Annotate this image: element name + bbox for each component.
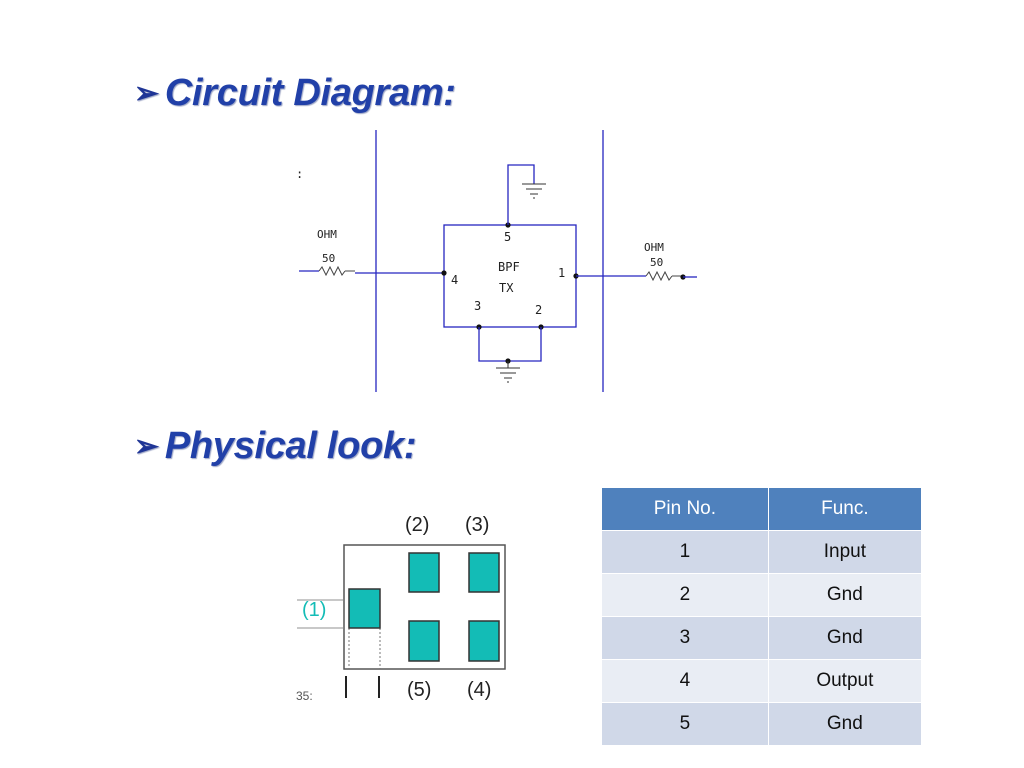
pad-1 bbox=[348, 588, 381, 629]
pad-5 bbox=[408, 620, 440, 662]
table-row: 3 Gnd bbox=[601, 616, 923, 660]
bottom-ground-icon bbox=[496, 367, 520, 383]
func-cell: Gnd bbox=[767, 616, 923, 660]
pin-function-table: Pin No. Func. 1 Input 2 Gnd 3 Gnd 4 Outp… bbox=[601, 487, 923, 746]
right-resistor-zigzag bbox=[645, 270, 673, 282]
table-row: 1 Input bbox=[601, 530, 923, 574]
pad-label-4: (4) bbox=[467, 679, 491, 701]
table-header-row: Pin No. Func. bbox=[601, 487, 923, 531]
header-pin-no: Pin No. bbox=[601, 487, 769, 531]
left-resistor-value: 50 bbox=[322, 252, 335, 265]
left-resistor-zigzag bbox=[318, 265, 346, 277]
circuit-diagram-heading: ➢ Circuit Diagram: bbox=[134, 72, 456, 115]
block-label-bpf: BPF bbox=[498, 260, 520, 274]
pin-number-5: 5 bbox=[504, 230, 511, 244]
pad-label-3: (3) bbox=[465, 514, 489, 536]
pin-no-cell: 5 bbox=[601, 702, 769, 746]
pad-label-1: (1) bbox=[302, 599, 326, 621]
pad-4 bbox=[468, 620, 500, 662]
block-label-tx: TX bbox=[499, 281, 514, 295]
pin-no-cell: 2 bbox=[601, 573, 769, 617]
func-cell: Output bbox=[767, 659, 923, 703]
pin-number-2: 2 bbox=[535, 303, 542, 317]
pin-no-cell: 1 bbox=[601, 530, 769, 574]
circuit-diagram-title: Circuit Diagram: bbox=[164, 72, 456, 114]
physical-look-title: Physical look: bbox=[164, 425, 417, 467]
stray-mark: 35: bbox=[296, 689, 313, 703]
pins-2-3-ground-wire bbox=[478, 327, 542, 362]
pad-2 bbox=[408, 552, 440, 593]
physical-look-heading: ➢ Physical look: bbox=[134, 425, 416, 468]
arrowhead-bullet-icon: ➢ bbox=[134, 430, 159, 463]
stray-mark: : bbox=[296, 167, 303, 181]
arrowhead-bullet-icon: ➢ bbox=[134, 77, 159, 110]
pad-label-5: (5) bbox=[407, 679, 431, 701]
right-resistor-value: 50 bbox=[650, 256, 663, 269]
func-cell: Gnd bbox=[767, 702, 923, 746]
pin-no-cell: 3 bbox=[601, 616, 769, 660]
table-row: 4 Output bbox=[601, 659, 923, 703]
pin-number-1: 1 bbox=[558, 266, 565, 280]
physical-footprint: (2) (3) (1) (5) (4) 35: bbox=[296, 514, 506, 703]
top-ground-icon bbox=[522, 183, 546, 199]
func-cell: Input bbox=[767, 530, 923, 574]
pad-label-2: (2) bbox=[405, 514, 429, 536]
pin5-ground-wire bbox=[507, 164, 535, 225]
pin-number-3: 3 bbox=[474, 299, 481, 313]
pin-no-cell: 4 bbox=[601, 659, 769, 703]
pin4-node bbox=[441, 270, 447, 276]
right-resistor-unit: OHM bbox=[644, 241, 664, 254]
header-func: Func. bbox=[767, 487, 923, 531]
table-row: 5 Gnd bbox=[601, 702, 923, 746]
table-row: 2 Gnd bbox=[601, 573, 923, 617]
func-cell: Gnd bbox=[767, 573, 923, 617]
pin-number-4: 4 bbox=[451, 273, 458, 287]
pad-3 bbox=[468, 552, 500, 593]
left-resistor-unit: OHM bbox=[317, 228, 337, 241]
